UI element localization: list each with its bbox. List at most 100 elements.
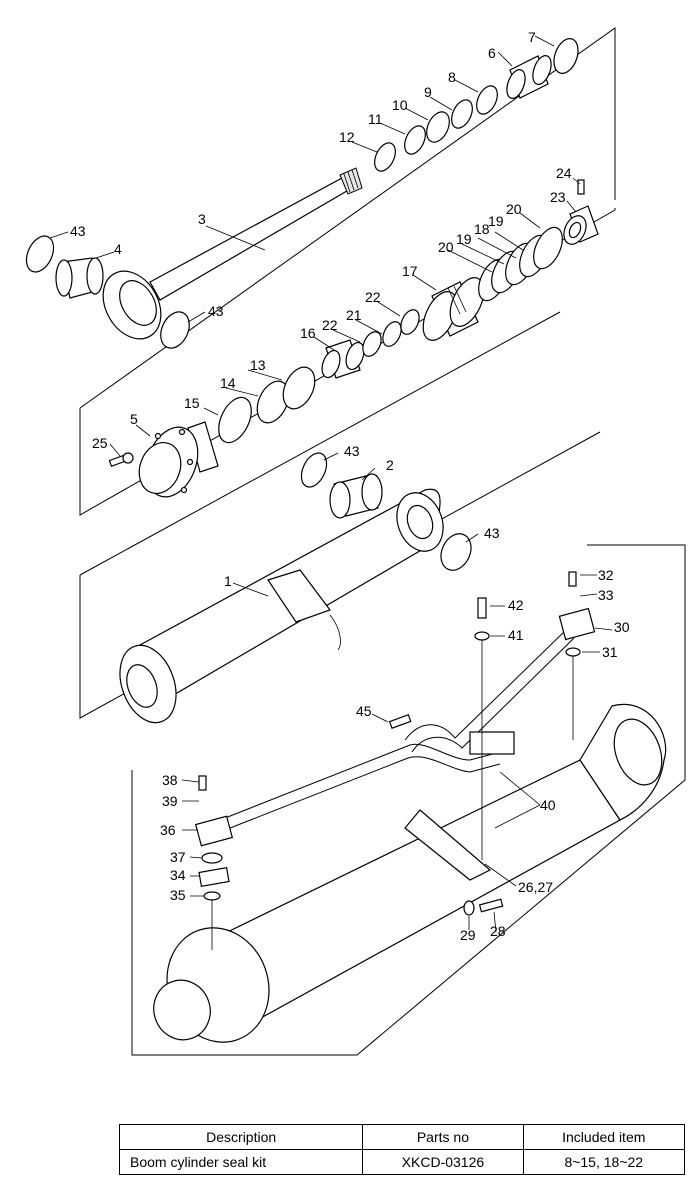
ring-43-d xyxy=(440,533,472,571)
o-ring-31 xyxy=(565,647,581,657)
pipe-line-upper xyxy=(404,627,575,753)
callout-20-top: 20 xyxy=(506,201,522,217)
snap-ring-7 xyxy=(553,38,579,74)
cell-included-item: 8~15, 18~22 xyxy=(522,1149,686,1175)
bolt-42 xyxy=(477,597,487,619)
callout-15: 15 xyxy=(184,395,200,411)
seal-kit-table: Description Parts no Included item Boom … xyxy=(118,1124,686,1175)
callout-43-b: 43 xyxy=(208,303,224,319)
ring-43-b xyxy=(160,311,190,349)
ring-13 xyxy=(282,366,316,410)
callout-19-top: 19 xyxy=(488,213,504,229)
callout-36: 36 xyxy=(160,822,176,838)
callout-29: 29 xyxy=(460,927,476,943)
callout-20-bottom: 20 xyxy=(438,239,454,255)
callout-22-top: 22 xyxy=(365,289,381,305)
callout-5: 5 xyxy=(130,411,138,427)
callout-38: 38 xyxy=(162,772,178,788)
callout-39: 39 xyxy=(162,793,178,809)
seal-9 xyxy=(451,99,473,129)
bolt-28 xyxy=(478,898,504,913)
callout-9: 9 xyxy=(424,84,432,100)
callout-23: 23 xyxy=(550,189,566,205)
ring-15 xyxy=(218,396,252,444)
washer-29 xyxy=(463,900,475,916)
seal-8 xyxy=(476,85,498,115)
bushing-2 xyxy=(329,473,383,519)
callout-30: 30 xyxy=(614,619,630,635)
o-ring-35 xyxy=(203,891,221,901)
pipe-line xyxy=(214,743,501,833)
callout-26-27: 26,27 xyxy=(518,879,553,895)
bolt-45 xyxy=(388,713,412,729)
bolt-38 xyxy=(198,775,207,791)
ring-21 xyxy=(382,321,402,347)
table-header-row: Description Parts no Included item xyxy=(118,1124,686,1150)
flange-block-36 xyxy=(194,815,234,847)
frame-piping xyxy=(131,544,686,1056)
callout-10: 10 xyxy=(392,97,408,113)
callout-40: 40 xyxy=(540,797,556,813)
lock-nut-23 xyxy=(563,205,599,245)
seal-11 xyxy=(404,125,426,155)
callout-35: 35 xyxy=(170,887,186,903)
callout-1: 1 xyxy=(224,573,232,589)
callout-45: 45 xyxy=(356,703,372,719)
callout-14: 14 xyxy=(220,375,236,391)
bushing-6 xyxy=(506,55,552,99)
callout-33: 33 xyxy=(598,587,614,603)
callout-42: 42 xyxy=(508,597,524,613)
frame-rod-assembly xyxy=(79,27,616,409)
callout-7: 7 xyxy=(528,29,536,45)
header-parts-no: Parts no xyxy=(362,1124,524,1150)
exploded-parts-diagram: 7 6 8 9 10 11 12 3 43 4 43 24 23 20 19 1… xyxy=(25,27,686,1056)
flange-34 xyxy=(198,866,230,888)
cylinder-tube xyxy=(119,488,444,724)
ring-22-b xyxy=(400,309,420,335)
rod-cover xyxy=(138,421,219,498)
bushing-4 xyxy=(55,257,104,299)
ring-22-a xyxy=(362,331,382,357)
callout-21: 21 xyxy=(346,307,362,323)
callout-2: 2 xyxy=(386,457,394,473)
piston-rod xyxy=(102,167,363,340)
o-ring-37 xyxy=(201,852,223,864)
callout-19-bottom: 19 xyxy=(456,231,472,247)
callout-13: 13 xyxy=(250,357,266,373)
callout-8: 8 xyxy=(448,69,456,85)
header-included-item: Included item xyxy=(522,1124,686,1150)
callout-43-d: 43 xyxy=(484,525,500,541)
seal-10 xyxy=(426,111,450,143)
ring-43-a xyxy=(25,235,55,273)
callout-37: 37 xyxy=(170,849,186,865)
callout-24: 24 xyxy=(556,165,572,181)
callout-28: 28 xyxy=(490,923,506,939)
callout-4: 4 xyxy=(114,241,122,257)
flange-block-30 xyxy=(558,607,596,641)
callout-6: 6 xyxy=(488,45,496,61)
cylinder-body-lower xyxy=(153,703,667,1043)
leader-lines xyxy=(49,35,613,933)
callout-25: 25 xyxy=(92,435,108,451)
bolt-25 xyxy=(108,452,134,467)
callout-22-bottom: 22 xyxy=(322,317,338,333)
callout-11: 11 xyxy=(368,111,383,127)
cell-parts-no: XKCD-03126 xyxy=(362,1149,524,1175)
piston-17 xyxy=(422,277,485,341)
callout-16: 16 xyxy=(300,325,316,341)
callout-18: 18 xyxy=(474,221,490,237)
callout-43-c: 43 xyxy=(344,443,360,459)
ring-43-c xyxy=(300,452,328,488)
table-row: Boom cylinder seal kit XKCD-03126 8~15, … xyxy=(118,1149,686,1175)
set-screw-24 xyxy=(577,179,585,195)
callout-12: 12 xyxy=(339,129,355,145)
callout-31: 31 xyxy=(602,644,618,660)
cell-description: Boom cylinder seal kit xyxy=(118,1149,364,1175)
seal-12 xyxy=(374,142,396,172)
callout-32: 32 xyxy=(598,567,614,583)
callout-3: 3 xyxy=(198,211,206,227)
washer-41 xyxy=(474,631,490,641)
ring-20-b xyxy=(533,226,563,270)
callout-43-a: 43 xyxy=(70,223,86,239)
bolt-32 xyxy=(568,571,577,587)
